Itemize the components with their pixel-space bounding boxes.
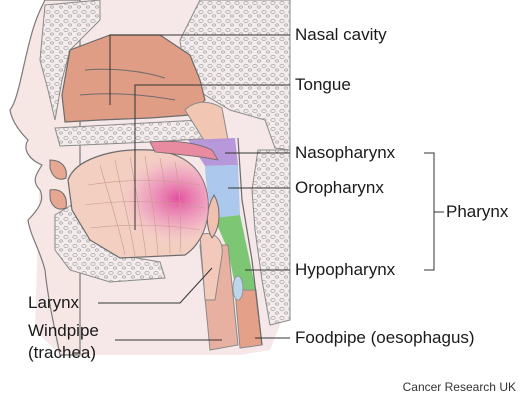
label-trachea: (trachea) bbox=[28, 344, 96, 362]
label-pharynx: Pharynx bbox=[446, 203, 508, 221]
label-larynx: Larynx bbox=[28, 294, 79, 312]
label-hypopharynx: Hypopharynx bbox=[295, 261, 395, 279]
label-oropharynx: Oropharynx bbox=[295, 179, 384, 197]
label-windpipe: Windpipe bbox=[28, 322, 99, 340]
label-foodpipe: Foodpipe (oesophagus) bbox=[295, 329, 475, 347]
label-nasal-cavity: Nasal cavity bbox=[295, 26, 387, 44]
vocal-fold bbox=[233, 276, 243, 300]
label-tongue: Tongue bbox=[295, 76, 351, 94]
credit-text: Cancer Research UK bbox=[403, 380, 516, 394]
label-nasopharynx: Nasopharynx bbox=[295, 144, 395, 162]
pharynx-bracket bbox=[424, 153, 444, 270]
